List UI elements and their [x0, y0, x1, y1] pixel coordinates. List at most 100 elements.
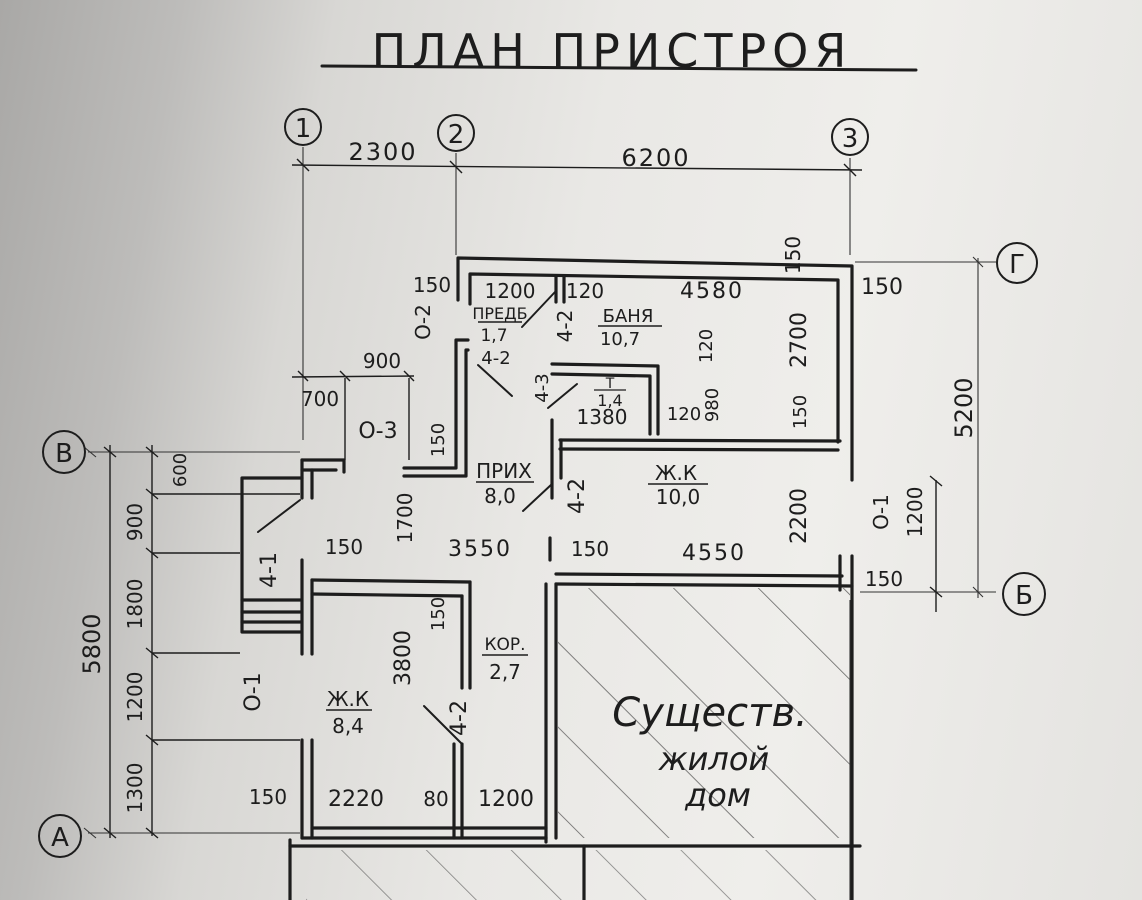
dimension-labels: 150 150 1200 120 4580 150 2700 120 980 1…	[78, 236, 978, 814]
svg-text:2: 2	[448, 120, 465, 150]
dim-2300: 2300	[348, 138, 417, 166]
opening-o3: О-3	[358, 419, 397, 444]
axis-bubble-2: 2	[437, 114, 475, 152]
svg-text:3: 3	[842, 124, 859, 154]
dim-120c: 120	[667, 404, 701, 425]
door-4-3: 4-3	[532, 373, 553, 402]
svg-text:ПРЕДБ: ПРЕДБ	[472, 304, 527, 323]
right-dimension-chain	[929, 475, 943, 612]
svg-text:Г: Г	[1009, 250, 1025, 280]
dim-1200-r: 1200	[903, 487, 927, 538]
dim-2220: 2220	[328, 787, 384, 812]
svg-text:10,7: 10,7	[600, 329, 640, 350]
dim-5200: 5200	[950, 377, 978, 438]
dim-900-l: 900	[123, 503, 147, 541]
dim-150-f: 150	[428, 597, 449, 631]
svg-text:Ж.К: Ж.К	[327, 687, 369, 711]
title-underline	[320, 64, 918, 72]
svg-text:2,7: 2,7	[489, 660, 521, 684]
dim-1380: 1380	[577, 405, 628, 429]
axis-bubble-v: В	[42, 430, 86, 474]
dim-2700: 2700	[787, 312, 812, 368]
room-banya: БАНЯ 10,7	[598, 306, 662, 350]
existing-house-label: Существ. жилой дом	[612, 690, 807, 814]
dim-150-e: 150	[865, 567, 903, 591]
dim-150-right: 150	[861, 275, 903, 300]
dim-150-d: 150	[571, 537, 609, 561]
svg-text:8,0: 8,0	[484, 484, 516, 508]
door-4-2-c: 4-2	[565, 478, 590, 514]
dim-900: 900	[363, 349, 401, 373]
axis-bubble-a: А	[38, 814, 82, 858]
svg-text:БАНЯ: БАНЯ	[603, 306, 654, 327]
existing-house-hatch-lower	[306, 850, 846, 900]
dim-2200: 2200	[787, 488, 812, 544]
svg-text:А: А	[51, 823, 69, 853]
dim-1800: 1800	[123, 579, 147, 630]
existing-house-hatch	[558, 588, 850, 838]
dim-150-c: 150	[325, 535, 363, 559]
svg-text:10,0: 10,0	[656, 485, 701, 509]
dim-150-b: 150	[428, 423, 449, 457]
svg-text:дом: дом	[684, 776, 751, 814]
door-4-1: 4-1	[257, 552, 282, 588]
opening-o2: О-2	[411, 304, 435, 340]
dim-1200-l: 1200	[123, 672, 147, 723]
dim-4580: 4580	[680, 279, 744, 304]
axis-lines	[83, 147, 996, 900]
door-swings	[257, 291, 578, 745]
dim-1300: 1300	[123, 763, 147, 814]
svg-text:Б: Б	[1015, 581, 1033, 611]
svg-text:Т: Т	[605, 376, 615, 392]
room-prih: ПРИХ 8,0	[476, 459, 534, 508]
room-zhk-2: Ж.К 8,4	[326, 687, 372, 738]
svg-text:1: 1	[295, 114, 312, 144]
dim-600: 600	[170, 453, 191, 487]
svg-text:жилой: жилой	[658, 740, 769, 778]
svg-text:В: В	[55, 439, 73, 469]
axis-bubble-1: 1	[284, 108, 322, 146]
axis-bubble-g: Г	[996, 242, 1038, 284]
svg-text:Существ.: Существ.	[612, 690, 807, 736]
room-zhk-1: Ж.К 10,0	[648, 461, 708, 509]
dim-3800: 3800	[391, 630, 416, 686]
dim-700: 700	[301, 387, 339, 411]
dim-4550: 4550	[682, 541, 746, 566]
dim-1200: 1200	[485, 279, 536, 303]
opening-labels: О-2 О-3 О-1 О-1 4-2 4-2 4-3 4-2 4-1 4-2	[241, 304, 893, 736]
svg-text:ПРИХ: ПРИХ	[476, 459, 532, 483]
room-predb: ПРЕДБ 1,7	[472, 304, 527, 346]
opening-o3-dims	[291, 370, 415, 460]
svg-text:КОР.: КОР.	[484, 635, 525, 655]
dim-980: 980	[702, 388, 723, 422]
dim-150-g: 150	[249, 785, 287, 809]
door-4-2-d: 4-2	[447, 700, 472, 736]
dim-150-left: 150	[413, 273, 451, 297]
dim-150-mid: 150	[790, 395, 811, 429]
top-dimension-chain	[291, 158, 863, 177]
dim-120a: 120	[566, 279, 604, 303]
room-kor: КОР. 2,7	[482, 635, 528, 684]
door-4-2-a: 4-2	[553, 310, 577, 343]
dim-1200-b: 1200	[478, 787, 534, 812]
dim-80: 80	[423, 787, 448, 811]
svg-text:1,7: 1,7	[480, 326, 507, 346]
dim-6200: 6200	[621, 144, 690, 172]
svg-text:8,4: 8,4	[332, 714, 364, 738]
dim-3550: 3550	[448, 537, 512, 562]
opening-o1-left: О-1	[241, 672, 266, 711]
dim-120b: 120	[696, 329, 717, 363]
opening-o1-right: О-1	[869, 494, 893, 530]
axis-bubble-3: 3	[831, 118, 869, 156]
door-4-2-b: 4-2	[481, 348, 510, 369]
svg-text:Ж.К: Ж.К	[655, 461, 697, 485]
axis-bubble-b: Б	[1002, 572, 1046, 616]
left-dimension-chains	[103, 445, 300, 839]
room-toilet: Т 1,4	[594, 376, 626, 410]
dim-150-top: 150	[781, 236, 805, 274]
svg-text:1,4: 1,4	[597, 391, 622, 410]
dim-5800: 5800	[78, 613, 106, 674]
dim-1700: 1700	[393, 493, 417, 544]
